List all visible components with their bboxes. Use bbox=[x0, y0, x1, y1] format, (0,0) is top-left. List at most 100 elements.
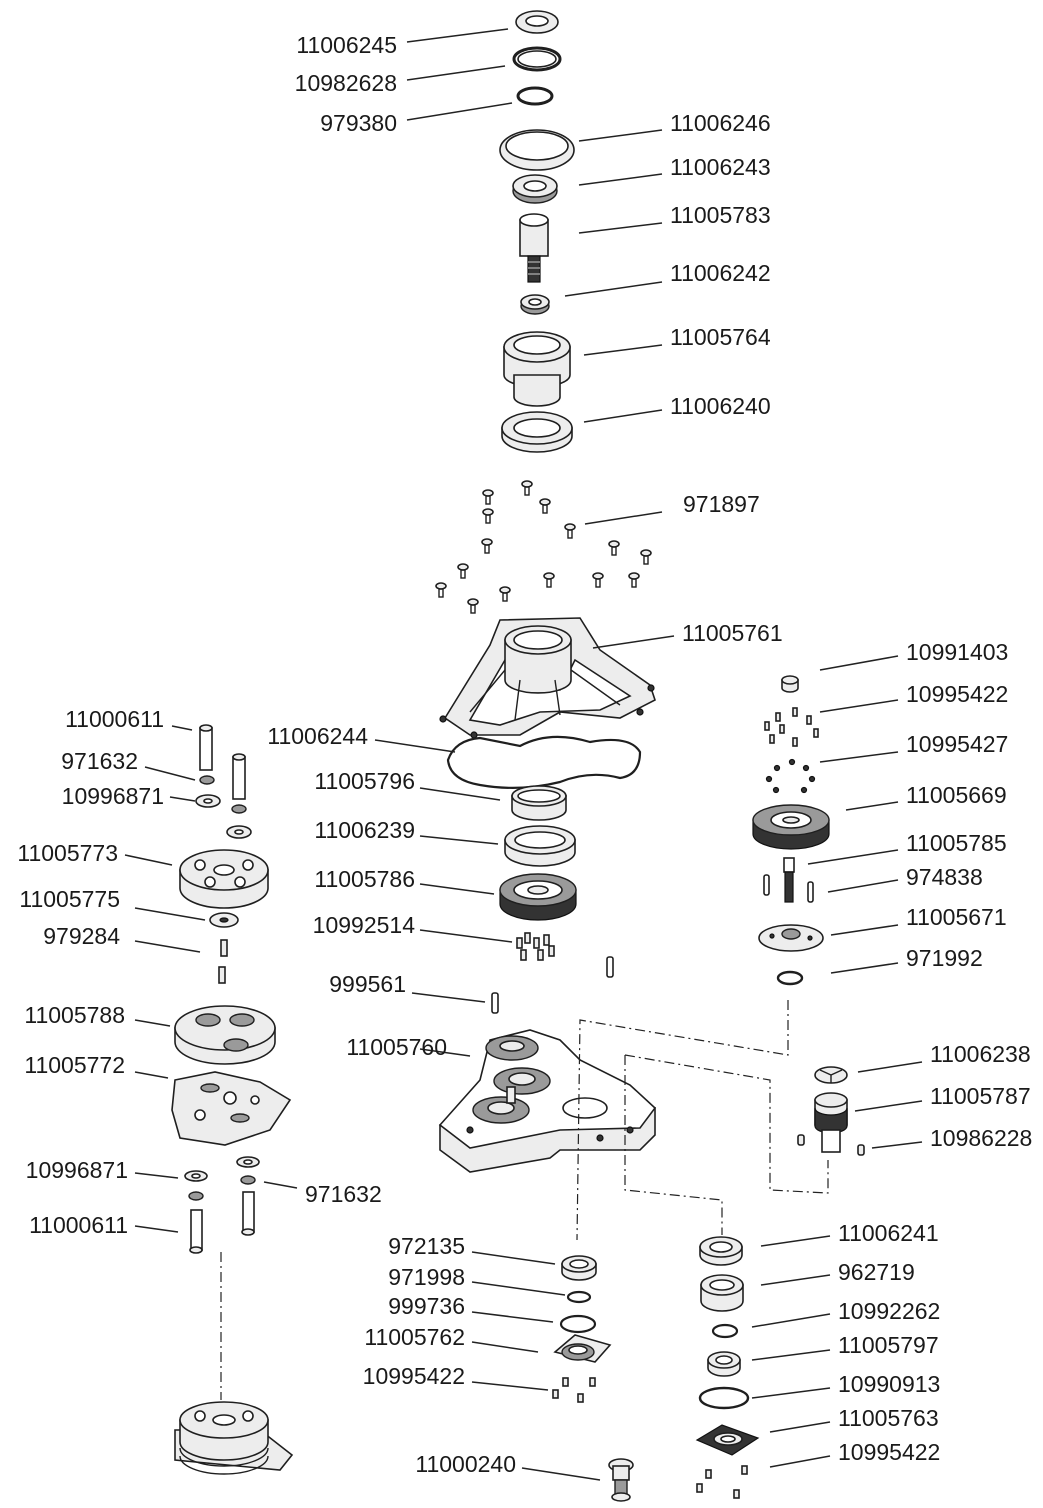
assembly-axes bbox=[220, 1000, 829, 1400]
part-bearing-upper bbox=[512, 174, 558, 204]
part-screw-set-10995422-right bbox=[764, 707, 819, 747]
part-pinion-cap-11006238 bbox=[814, 1066, 848, 1084]
callout-label: 11005763 bbox=[838, 1405, 939, 1431]
part-output-flange bbox=[553, 1334, 612, 1363]
callout-label: 11005783 bbox=[670, 202, 771, 228]
part-bearing-11006241 bbox=[699, 1236, 743, 1266]
part-dowel-pins bbox=[491, 956, 614, 1014]
part-oring-10992262 bbox=[711, 1323, 739, 1339]
part-bearing-center bbox=[504, 825, 576, 867]
callout-label: 10996871 bbox=[26, 1157, 128, 1183]
part-screw-set-bottom-center bbox=[552, 1377, 596, 1403]
part-bearing-972135 bbox=[561, 1255, 597, 1281]
callout-label: 11006242 bbox=[670, 260, 771, 286]
callout-label: 972135 bbox=[388, 1233, 465, 1259]
callout-label: 971897 bbox=[683, 491, 760, 517]
callout-label: 11005775 bbox=[19, 886, 120, 912]
part-pins-974838 bbox=[763, 874, 814, 903]
part-washers-upper-left bbox=[195, 775, 252, 839]
part-bearing-small bbox=[520, 294, 550, 315]
callout-label: 11006245 bbox=[296, 32, 397, 58]
callout-label: 10992514 bbox=[313, 912, 416, 938]
callout-label: 10991403 bbox=[906, 639, 1008, 665]
part-plug-11000240 bbox=[608, 1458, 634, 1502]
part-seal-top bbox=[515, 10, 559, 34]
callout-label: 11006239 bbox=[314, 817, 415, 843]
part-circlip-971992 bbox=[776, 970, 804, 986]
callout-label: 11005669 bbox=[906, 782, 1007, 808]
part-washer-11005775 bbox=[209, 912, 239, 928]
callout-label: 974838 bbox=[906, 864, 983, 890]
callout-label: 11000611 bbox=[65, 706, 164, 732]
callout-label: 999561 bbox=[329, 971, 406, 997]
callout-label: 11006243 bbox=[670, 154, 771, 180]
part-shaft-11005785 bbox=[783, 857, 795, 903]
callout-label: 10996871 bbox=[62, 783, 164, 809]
part-carrier-11005772 bbox=[171, 1071, 292, 1146]
callout-label: 11005764 bbox=[670, 324, 771, 350]
callout-label: 11005785 bbox=[906, 830, 1007, 856]
callout-label: 11000240 bbox=[415, 1451, 516, 1477]
part-planet-gears-11005788 bbox=[174, 1005, 276, 1065]
part-bolts-lower-left bbox=[189, 1191, 255, 1254]
part-washer-set-10995427 bbox=[765, 758, 816, 794]
part-gearbox-cover bbox=[439, 617, 656, 739]
part-planet-carrier-gear bbox=[752, 804, 830, 850]
part-oring-999736 bbox=[559, 1314, 597, 1334]
callout-labels: 11006245 10982628 979380 11006246 110062… bbox=[17, 32, 1032, 1477]
part-pinion-gear-11005787 bbox=[814, 1092, 848, 1153]
part-pins-10986228 bbox=[797, 1134, 865, 1156]
callout-label: 11005761 bbox=[682, 620, 783, 646]
part-assembled-carrier bbox=[174, 1401, 294, 1475]
callout-label: 10995422 bbox=[906, 681, 1008, 707]
callout-label: 11005762 bbox=[364, 1324, 465, 1350]
part-plate-11005671 bbox=[758, 924, 824, 952]
part-bearing-lower bbox=[501, 411, 573, 453]
part-screw-set-bottom-right bbox=[696, 1465, 748, 1499]
part-oring-10990913 bbox=[698, 1386, 750, 1410]
callout-label: 11005773 bbox=[17, 840, 118, 866]
part-bearing-housing bbox=[503, 331, 571, 407]
callout-label: 11005671 bbox=[906, 904, 1007, 930]
callout-label: 979380 bbox=[320, 110, 397, 136]
callout-label: 10986228 bbox=[930, 1125, 1032, 1151]
callout-label: 10995422 bbox=[363, 1363, 465, 1389]
part-screw-set-10992514 bbox=[516, 932, 555, 961]
callout-label: 11006244 bbox=[267, 723, 368, 749]
callout-label: 999736 bbox=[388, 1293, 465, 1319]
callout-label: 11005796 bbox=[314, 768, 415, 794]
part-gasket bbox=[446, 735, 642, 789]
callout-label: 10990913 bbox=[838, 1371, 940, 1397]
part-oring-971998 bbox=[566, 1290, 592, 1304]
part-cover-plate-11005763 bbox=[695, 1424, 760, 1456]
part-gear-center bbox=[499, 873, 577, 921]
callout-label: 979284 bbox=[43, 923, 120, 949]
callout-label: 10995422 bbox=[838, 1439, 940, 1465]
part-gearbox-housing bbox=[438, 1029, 657, 1173]
callout-label: 11005772 bbox=[24, 1052, 125, 1078]
part-bearing-11005797 bbox=[707, 1351, 741, 1377]
callout-label: 962719 bbox=[838, 1259, 915, 1285]
callout-label: 11000611 bbox=[29, 1212, 128, 1238]
part-seal-962719 bbox=[700, 1274, 744, 1312]
part-thrust-washer bbox=[499, 129, 575, 171]
part-sleeve bbox=[511, 785, 567, 821]
callout-label: 11005788 bbox=[24, 1002, 125, 1028]
callout-label: 11005760 bbox=[346, 1034, 447, 1060]
callout-label: 11006238 bbox=[930, 1041, 1031, 1067]
part-washers-lower-left bbox=[184, 1156, 260, 1201]
callout-label: 11005797 bbox=[838, 1332, 939, 1358]
callout-label: 10982628 bbox=[295, 70, 397, 96]
part-spindle-shaft bbox=[519, 213, 549, 283]
part-bolts-upper-left bbox=[199, 724, 246, 800]
part-snap-ring-large bbox=[512, 46, 562, 72]
leader-lines bbox=[124, 28, 923, 1481]
callout-label: 11006240 bbox=[670, 393, 771, 419]
callout-label: 971998 bbox=[388, 1264, 465, 1290]
callout-label: 971632 bbox=[305, 1181, 382, 1207]
part-screw-set-971897 bbox=[435, 480, 652, 614]
callout-label: 11006241 bbox=[838, 1220, 939, 1246]
callout-label: 11006246 bbox=[670, 110, 771, 136]
